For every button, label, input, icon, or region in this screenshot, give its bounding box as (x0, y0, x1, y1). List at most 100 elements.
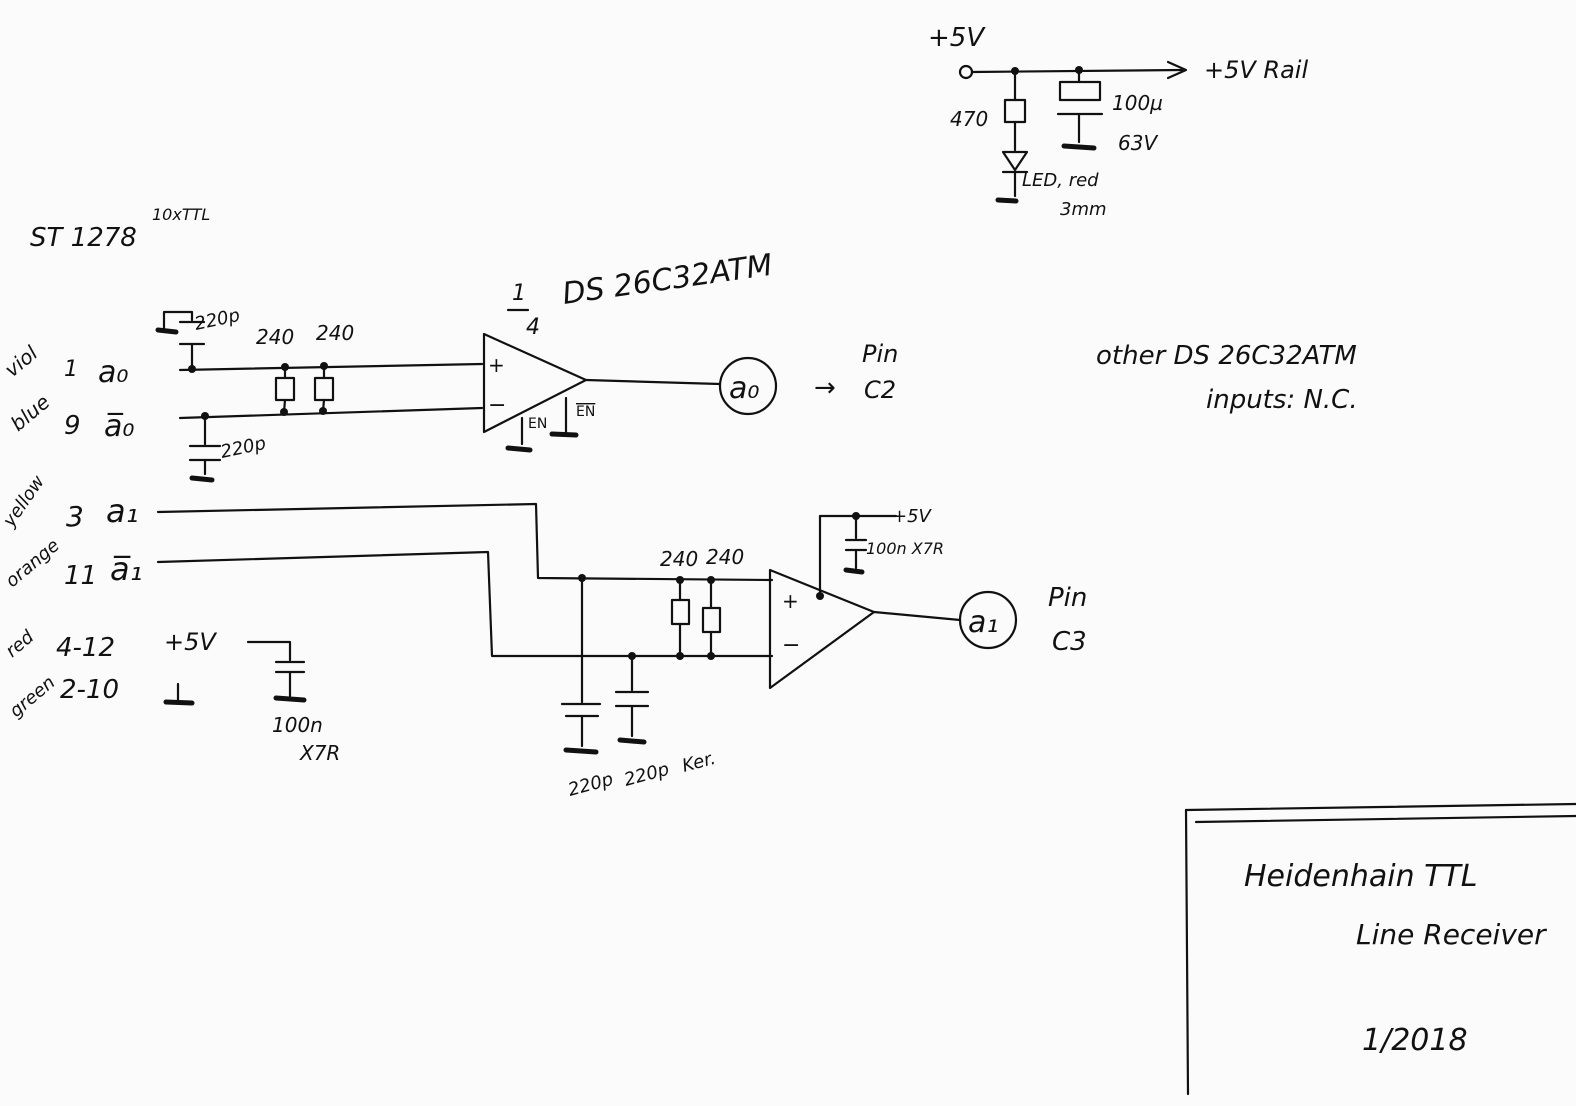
ch0-pin-label: Pin (862, 340, 898, 368)
ch0-top-cap-ground (155, 327, 179, 335)
ic-fraction-den: 4 (526, 315, 540, 340)
ch0-r2-value: 240 (316, 321, 354, 345)
ch0-junction-cap (188, 365, 196, 373)
ch0-r1-wire (282, 365, 287, 414)
ch1-output-label: a₁ (968, 605, 998, 640)
ch1-decoupling-value: 100n X7R (866, 539, 944, 558)
ch0-en-ground (505, 445, 533, 453)
ch0-plus-line (178, 362, 484, 372)
ch1-resistor-2 (701, 606, 722, 634)
ch1-pin-label: Pin (1048, 583, 1087, 613)
rail-arrow (1166, 60, 1188, 80)
title-block: Heidenhain TTL Line Receiver 1/2018 (1184, 802, 1576, 1096)
resistor-value: 470 (950, 107, 988, 131)
pin-labels: viol 1 a₀ blue 9 a̅₀ yellow 3 a₁ orange … (0, 341, 217, 722)
ch1-plus-input (156, 502, 774, 582)
ch0-output-label: a₀ (729, 371, 759, 406)
ch1-vcc-junction (816, 592, 824, 600)
ch1-cap-1-value: 220p (566, 769, 616, 801)
note-line-2: inputs: N.C. (1206, 385, 1358, 415)
ch0-r2-wire (321, 364, 326, 413)
channel-a0: 220p 220p 240 240 + − EN EN a₀ → (155, 305, 898, 483)
electrolytic-cap (1058, 80, 1102, 102)
pin-color-blue: blue (6, 390, 55, 436)
ch0-en-label: EN (528, 416, 547, 432)
title-block-top-border (1184, 802, 1576, 812)
ch0-bot-cap (188, 414, 222, 476)
rail-label: +5V Rail (1204, 56, 1308, 84)
supply-input-terminal (958, 64, 974, 80)
pin-color-red: red (2, 626, 39, 662)
ch0-output-wire (584, 378, 722, 386)
pin-num-9: 9 (64, 411, 81, 441)
pin-num-1: 1 (64, 357, 78, 382)
ch0-minus-line (178, 406, 484, 420)
pin-sig-a1: a₁ (106, 492, 138, 530)
ch1-cap-2 (614, 654, 650, 738)
ch0-en-wire (520, 396, 568, 446)
cap-ground (1061, 143, 1097, 151)
ch1-vcc-label: +5V (892, 506, 933, 527)
ch1-cap-2-ground (617, 737, 647, 745)
ch1-cap-1 (560, 576, 602, 748)
pin-color-green: green (6, 672, 60, 722)
ch0-comparator (482, 332, 588, 434)
ch1-cap-type: Ker. (680, 748, 718, 777)
ch1-cap-2-value: 220p (622, 759, 672, 791)
ch1-decoupling-ground (843, 567, 865, 575)
cap-voltage: 63V (1118, 131, 1158, 155)
pin-color-viol: viol (0, 341, 43, 382)
title-block-inner-line (1194, 814, 1576, 824)
ch0-minus-sign: − (488, 393, 506, 418)
ch1-decoupling-cap (844, 514, 868, 570)
ch1-output-terminal (958, 590, 1018, 650)
cap-plate (1056, 112, 1104, 144)
led-label-2: 3mm (1060, 199, 1107, 220)
ch0-output-arrow: → (814, 373, 836, 403)
pin-sig-vcc: +5V (164, 628, 217, 656)
ch0-enbar-ground (549, 431, 579, 438)
channel-a1: 220p 220p Ker. 240 240 + − +5V 100n X7R … (156, 502, 1087, 801)
bypass-cap-wire (246, 640, 306, 698)
ch1-plus-sign: + (782, 589, 799, 613)
ch0-r1-value: 240 (256, 325, 294, 349)
ch1-output-wire (872, 610, 962, 622)
title-block-left-border (1184, 808, 1190, 1096)
signal-type-label: 10xTTL (152, 205, 210, 224)
pin-sig-a1-bar: a̅₁ (110, 550, 142, 588)
led-ground (995, 197, 1019, 204)
note-line-1: other DS 26C32ATM (1096, 341, 1357, 371)
ic-fraction-num: 1 (512, 281, 526, 306)
title-line-2: Line Receiver (1356, 918, 1547, 951)
pin-color-yellow: yellow (0, 472, 49, 532)
ch1-resistor-1 (670, 598, 691, 626)
title-line-1: Heidenhain TTL (1244, 859, 1478, 894)
supply-input-label: +5V (928, 23, 986, 53)
ch1-cap-1-ground (563, 747, 599, 755)
ch1-vcc-wire (818, 514, 898, 598)
pin-sig-a0-bar: a̅₀ (104, 409, 134, 444)
ch0-bot-cap-value: 220p (219, 433, 268, 463)
ch1-comparator (768, 568, 876, 690)
connector-label: ST 1278 (30, 223, 137, 253)
bypass-cap-type: X7R (299, 741, 340, 765)
cap-value: 100µ (1112, 91, 1163, 115)
pin-num-2-10: 2-10 (60, 675, 119, 705)
ground-pin-bar (163, 699, 195, 706)
supply-resistor (1003, 98, 1027, 124)
bypass-capacitor: 100n X7R (246, 640, 340, 765)
ch0-top-cap-value: 220p (193, 305, 242, 335)
ch0-bot-cap-ground (189, 475, 215, 483)
ch1-minus-sign: − (782, 633, 800, 658)
ch0-enbar-label: EN (576, 404, 595, 420)
ch0-resistor-1 (274, 376, 296, 402)
bypass-cap-value: 100n (272, 713, 323, 737)
pin-num-4-12: 4-12 (56, 633, 115, 663)
power-supply: +5V +5V Rail 470 LED, red 3mm 100µ 63V (928, 23, 1308, 220)
ch0-output-terminal (718, 356, 778, 416)
pin-sig-a0: a₀ (98, 355, 128, 390)
ch0-pin-number: C2 (864, 376, 896, 404)
pin-color-orange: orange (2, 535, 64, 592)
ic-part-number: DS 26C32ATM (560, 248, 774, 312)
